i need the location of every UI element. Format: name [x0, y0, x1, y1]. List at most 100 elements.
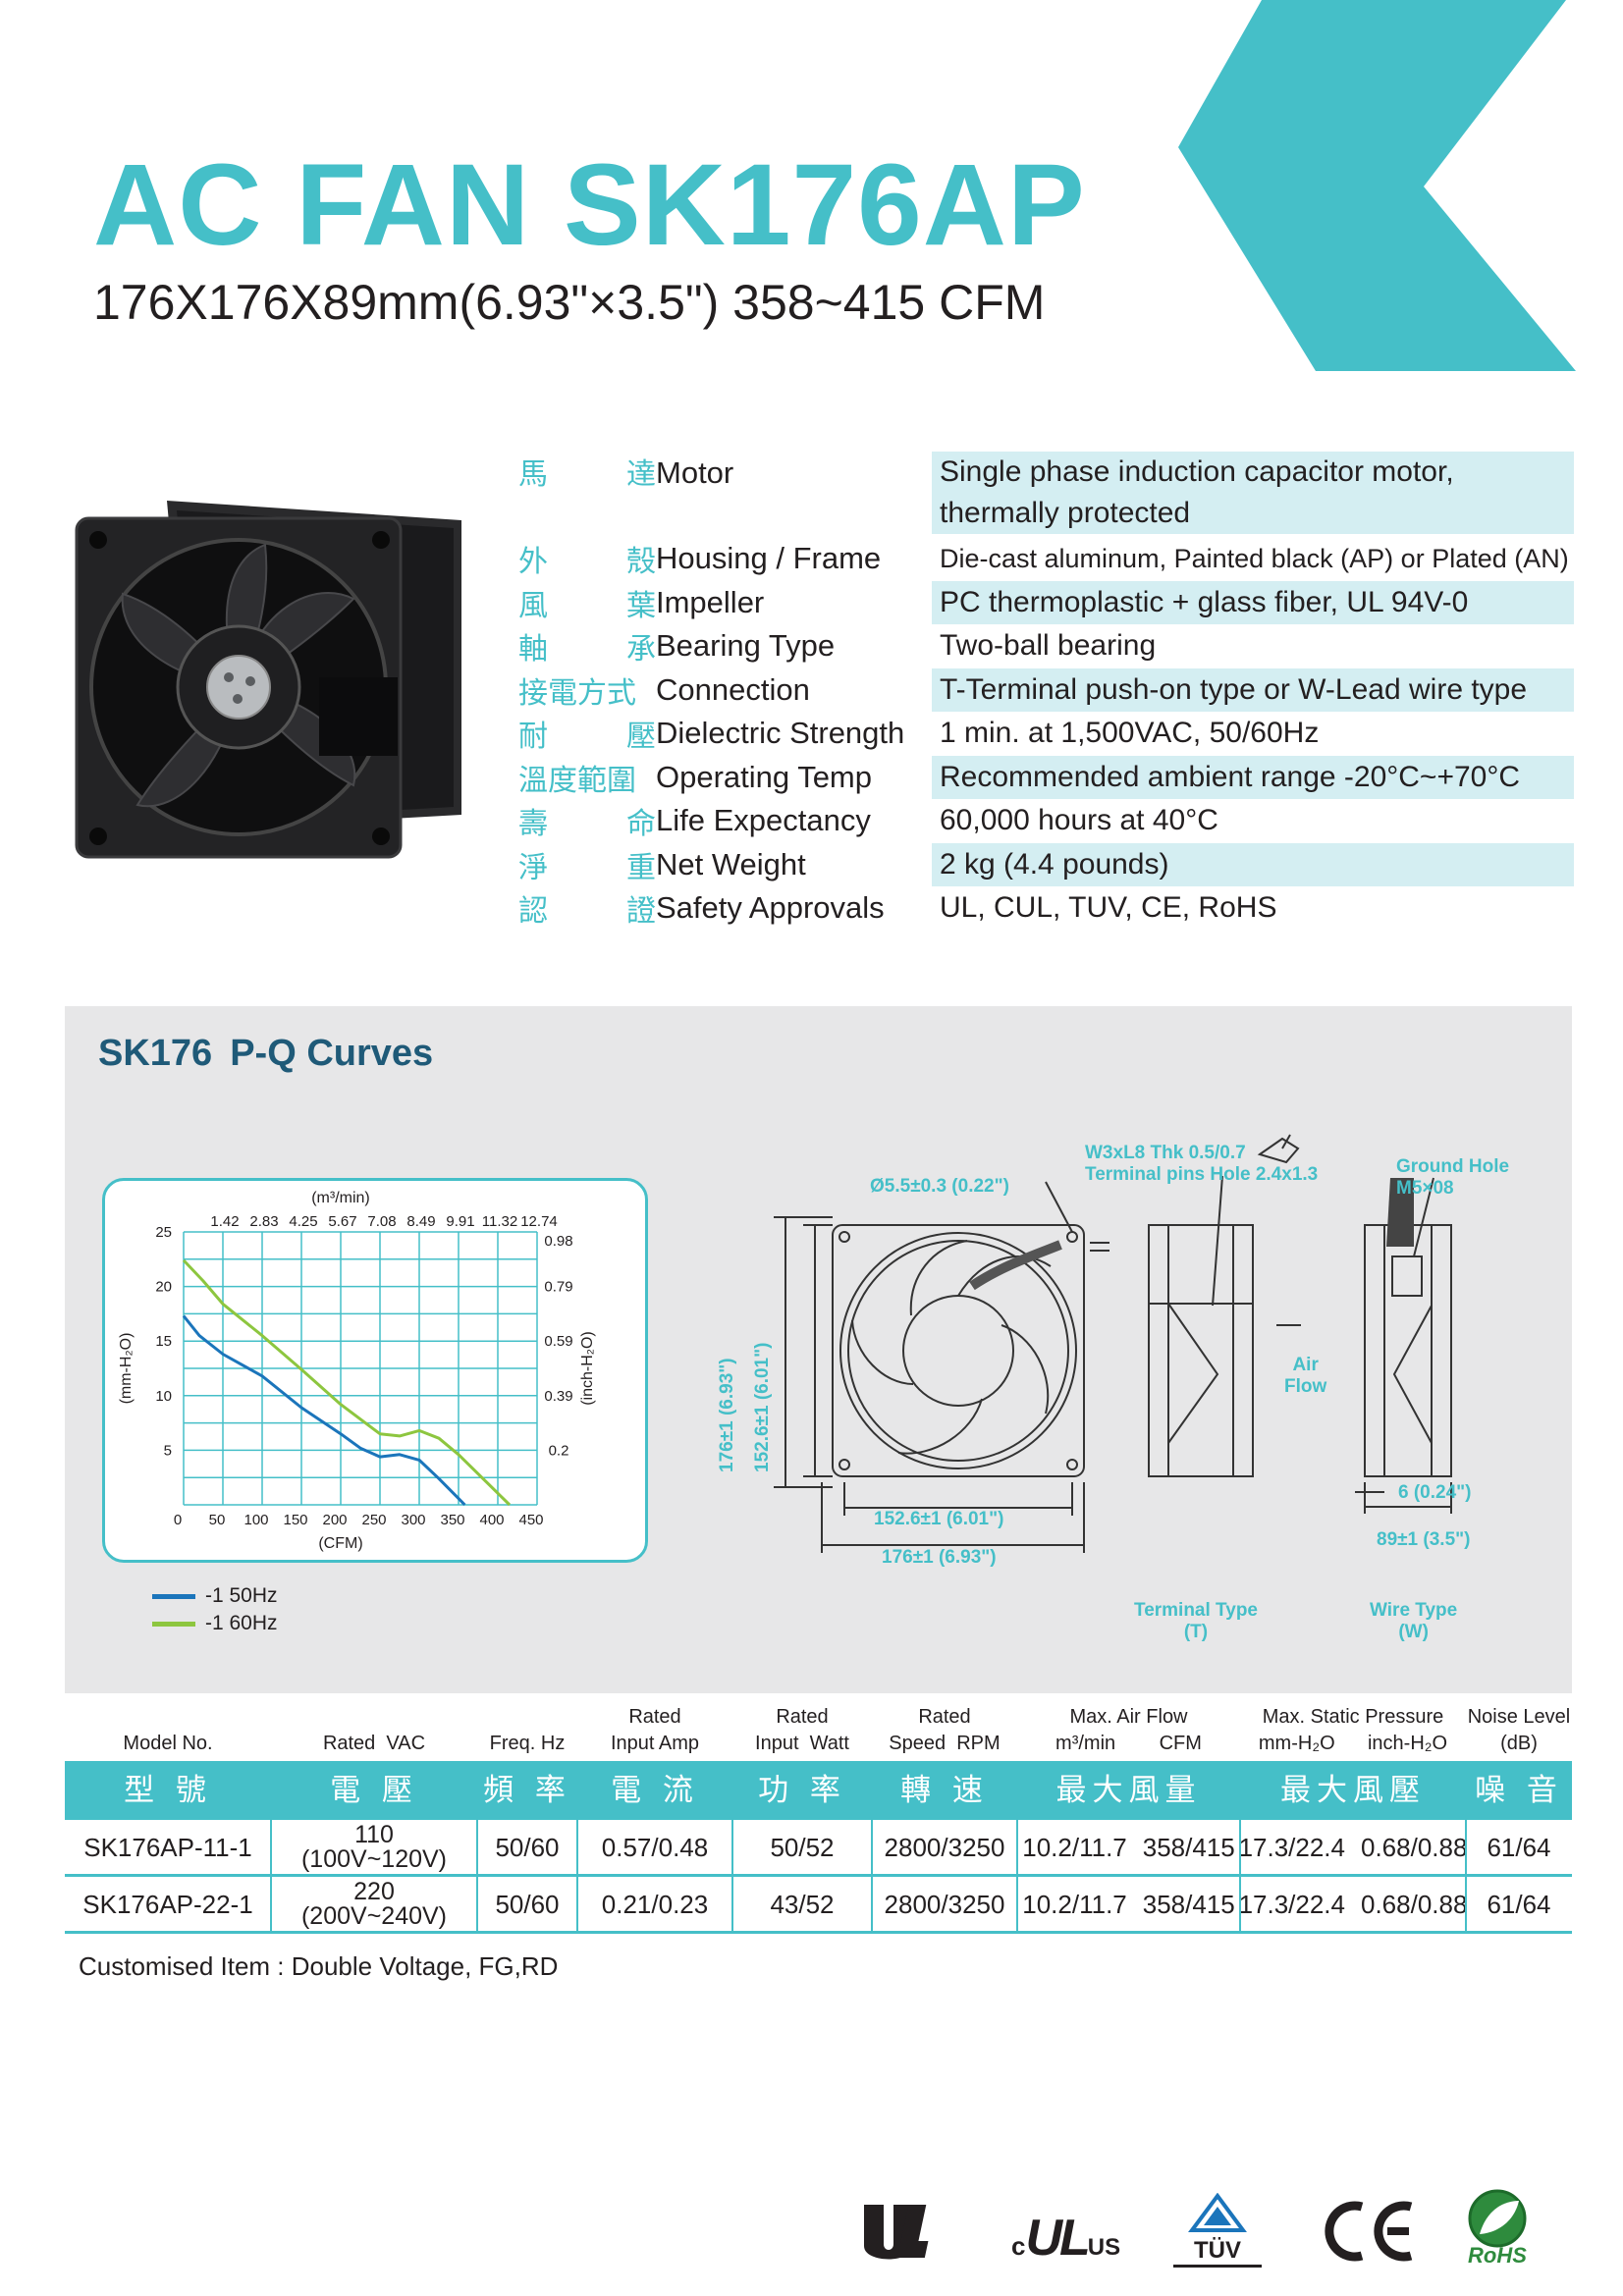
table-header-line: m³/min CFM [1055, 1733, 1202, 1754]
table-header-line: (dB) [1500, 1733, 1538, 1754]
flange-dimension: 6 (0.24") [1398, 1482, 1472, 1503]
table-cell: 0.57/0.48 [577, 1820, 732, 1874]
pq-model: SK176 [98, 1033, 213, 1074]
x-tick-label: 250 [361, 1512, 386, 1528]
x2-tick-label: 1.42 [210, 1213, 239, 1230]
spec-chinese-label: 外殼 [518, 537, 656, 580]
spec-english-label: Connection [656, 671, 810, 707]
table-header-line: mm-H₂O inch-H₂O [1258, 1733, 1448, 1754]
table-header-line: Rated VAC [322, 1733, 426, 1754]
table-cell-value: 43/52 [770, 1889, 835, 1919]
table-column-divider [1239, 1877, 1241, 1931]
table-cell-value: 358/415 [1142, 1889, 1235, 1919]
spec-english-label: Dielectric Strength [656, 716, 905, 751]
spec-english-label: Bearing Type [656, 628, 836, 664]
x-tick-label: 350 [440, 1512, 464, 1528]
spec-english-label: Life Expectancy [656, 803, 871, 838]
terminal-type-caption-line2: (T) [1183, 1621, 1209, 1642]
table-cell-value: SK176AP-11-1 [83, 1832, 252, 1862]
spec-value-line: 1 min. at 1,500VAC, 50/60Hz [940, 717, 1320, 750]
spec-chinese-label: 耐壓 [518, 712, 656, 755]
cul-logo-us: US [1087, 2234, 1121, 2261]
spec-chinese-char: 殼 [626, 545, 656, 580]
spec-value: Single phase induction capacitor motor,t… [932, 452, 1574, 534]
drawings-svg [774, 1134, 1452, 1553]
table-column-divider [270, 1820, 272, 1874]
table-cell-value: 17.3/22.4 [1238, 1889, 1345, 1919]
rohs-logo-text: RoHS [1468, 2243, 1527, 2268]
table-cell: 2800/3250 [872, 1877, 1017, 1931]
spec-value-line: Recommended ambient range -20°C~+70°C [940, 760, 1520, 793]
table-cell: 0.21/0.23 [577, 1877, 732, 1931]
table-chinese-header-cell: 電 流 [611, 1773, 699, 1808]
legend-item: -1 60Hz [152, 1610, 278, 1637]
table-header-cell: Freq. Hz [477, 1731, 577, 1757]
table-cell: 43/52 [732, 1877, 872, 1931]
table-chinese-header-cell: 功 率 [758, 1773, 846, 1808]
spec-row: 接電方式 Connection T-Terminal push-on type or… [518, 667, 1574, 713]
table-header-line: Max. Air Flow [1069, 1706, 1188, 1728]
spec-value-line: T-Terminal push-on type or W-Lead wire t… [940, 672, 1528, 706]
spec-chinese-char: 達 [626, 457, 656, 492]
table-header-line: Rated [918, 1706, 971, 1728]
spec-value: Two-ball bearing [932, 624, 1574, 667]
spec-chinese-label: 馬達 [518, 450, 656, 493]
spec-chinese-char: 接電方式 [518, 675, 636, 711]
spec-value: PC thermoplastic + glass fiber, UL 94V-0 [932, 580, 1574, 624]
table-cell-value: 2800/3250 [884, 1889, 1005, 1919]
x-tick-label: 200 [322, 1512, 347, 1528]
wire-type-caption-line1: Wire Type [1370, 1600, 1458, 1621]
legend-item: -1 50Hz [152, 1582, 278, 1610]
terminal-type-caption-line1: Terminal Type [1134, 1600, 1258, 1621]
series-line-50hz [182, 1314, 466, 1507]
terminal-pins-label-line2: Terminal pins Hole 2.4x1.3 [1085, 1163, 1319, 1185]
table-cell: 50/52 [732, 1820, 872, 1874]
x-tick-label: 100 [243, 1512, 268, 1528]
terminal-pins-label-line1: W3xL8 Thk 0.5/0.7 [1085, 1143, 1246, 1163]
spec-chinese-char: 風 [518, 588, 548, 623]
chart-legend: -1 50Hz-1 60Hz [152, 1582, 278, 1637]
spec-value: Die-cast aluminum, Painted black (AP) or… [932, 537, 1574, 580]
spec-value: Recommended ambient range -20°C~+70°C [932, 755, 1574, 799]
cul-logo-c: c [1011, 2231, 1026, 2261]
x2-tick-label: 7.08 [367, 1213, 396, 1230]
table-header-cell: Rated VAC [271, 1731, 477, 1757]
table-cell-value: 61/64 [1487, 1889, 1551, 1919]
spec-chinese-label: 溫度範圍 [518, 756, 656, 799]
terminal-type-caption: Terminal Type(T) [1134, 1600, 1258, 1643]
spec-chinese-char: 證 [626, 894, 656, 930]
wire-type-caption: Wire Type(W) [1370, 1600, 1457, 1643]
spec-chinese-char: 淨 [518, 850, 548, 885]
spec-chinese-char: 外 [518, 545, 548, 580]
table-cell: SK176AP-11-1 [65, 1820, 271, 1874]
hole-dimension-label: Ø5.5±0.3 (0.22") [870, 1176, 1009, 1197]
table-chinese-header-cell: 型 號 [124, 1773, 212, 1808]
x2-tick-label: 2.83 [249, 1213, 278, 1230]
airflow-label-line2: Flow [1284, 1375, 1327, 1397]
y-tick-label: 5 [164, 1442, 172, 1459]
table-cell-value: 10.2/11.7 [1022, 1832, 1127, 1862]
spec-english-label: Housing / Frame [656, 541, 882, 576]
y2-tick-label: 0.2 [549, 1442, 569, 1459]
tuv-logo: TÜV [1173, 2192, 1262, 2268]
table-cell: 220(200V~240V) [271, 1877, 477, 1931]
table-cell: 61/64 [1466, 1820, 1572, 1874]
y2-tick-label: 0.59 [544, 1333, 572, 1350]
y-tick-label: 15 [155, 1333, 172, 1350]
